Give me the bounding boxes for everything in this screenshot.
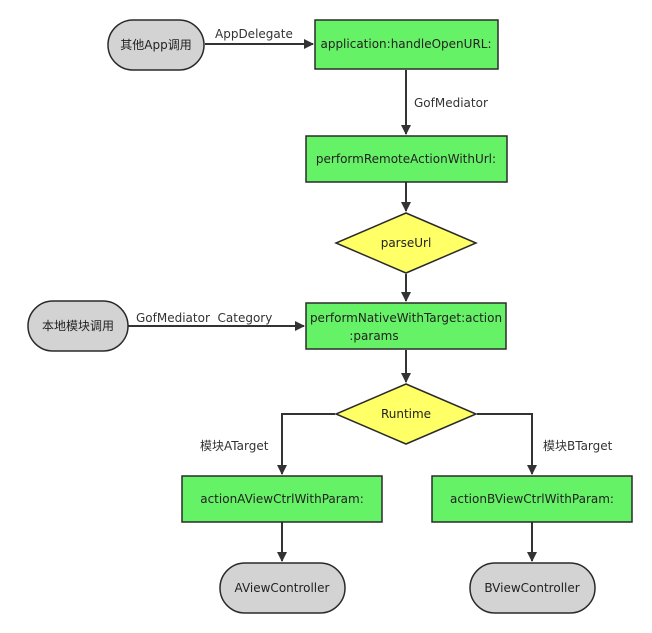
node-handle-open-url: application:handleOpenURL: <box>314 19 499 70</box>
node-parse-url: parseUrl <box>334 212 478 274</box>
node-label: actionAViewCtrlWithParam: <box>200 492 364 506</box>
terminal-shape <box>219 562 346 614</box>
node-external-app-call: 其他App调用 <box>107 19 205 71</box>
edge-runtime-to-action-a <box>277 413 335 475</box>
edge-runtime-to-action-b <box>477 413 537 475</box>
node-label: performRemoteActionWithUrl: <box>316 152 496 166</box>
edge-label-gof-mediator-category: GofMediator Category <box>136 311 272 325</box>
terminal-shape <box>27 300 129 352</box>
decision-shape <box>334 383 478 445</box>
node-perform-remote: performRemoteActionWithUrl: <box>305 135 508 183</box>
node-runtime: Runtime <box>334 383 478 445</box>
node-label: 其他App调用 <box>120 38 191 52</box>
node-action-a: actionAViewCtrlWithParam: <box>181 475 383 523</box>
node-label: application:handleOpenURL: <box>320 37 491 51</box>
process-shape <box>431 475 633 523</box>
node-label: BViewController <box>484 581 579 595</box>
node-b-view-controller: BViewController <box>469 562 596 614</box>
process-shape <box>305 302 507 350</box>
node-action-b: actionBViewCtrlWithParam: <box>431 475 633 523</box>
process-shape <box>314 19 499 70</box>
node-label-line2: :params <box>349 329 398 343</box>
node-label: AViewController <box>235 581 330 595</box>
node-perform-native: performNativeWithTarget:action :params <box>305 302 507 350</box>
node-label: 本地模块调用 <box>42 319 114 333</box>
node-local-module-call: 本地模块调用 <box>27 300 129 352</box>
process-shape <box>305 135 508 183</box>
decision-shape <box>334 212 478 274</box>
edge-label-module-a-target: 模块ATarget <box>200 439 269 453</box>
edge-label-module-b-target: 模块BTarget <box>543 439 613 453</box>
edge-label-gof-mediator: GofMediator <box>414 96 488 110</box>
edge-label-app-delegate: AppDelegate <box>215 27 293 41</box>
node-label: parseUrl <box>381 236 432 250</box>
node-label: Runtime <box>381 407 431 421</box>
terminal-shape <box>469 562 596 614</box>
node-label: actionBViewCtrlWithParam: <box>450 492 614 506</box>
connectors <box>128 39 537 562</box>
node-a-view-controller: AViewController <box>219 562 346 614</box>
process-shape <box>181 475 383 523</box>
node-label-line1: performNativeWithTarget:action <box>310 311 502 325</box>
terminal-shape <box>107 19 205 71</box>
